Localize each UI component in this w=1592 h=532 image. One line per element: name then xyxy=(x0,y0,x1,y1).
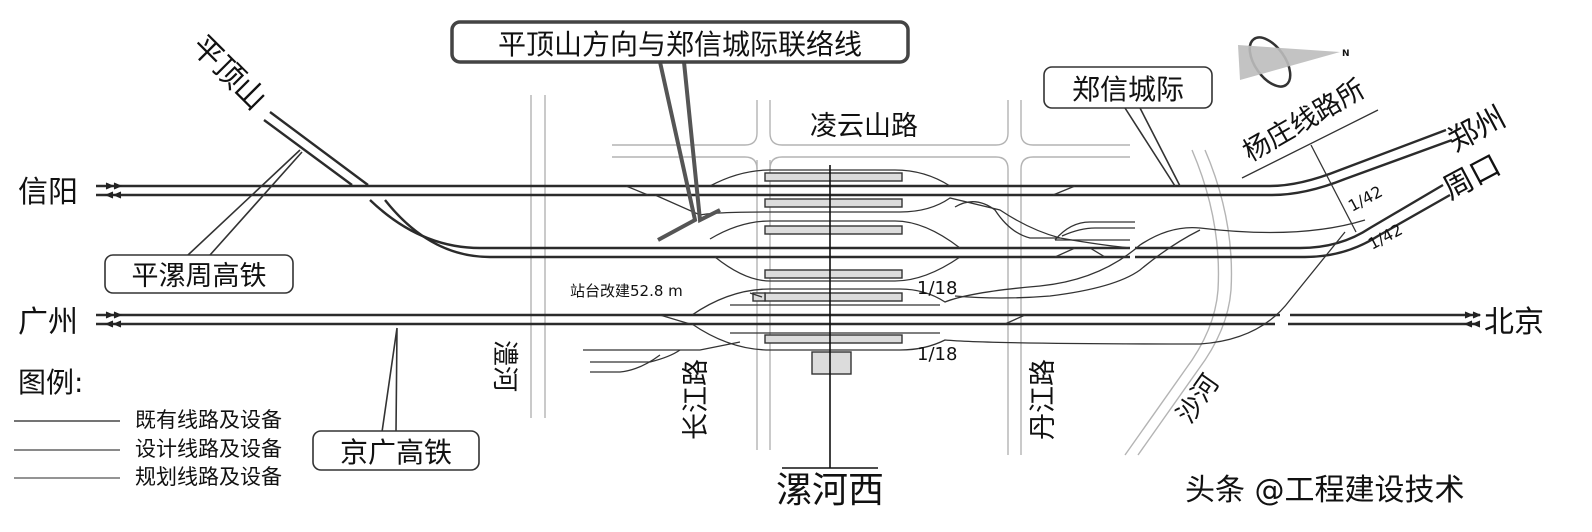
lingyunshan-road-upper-rr xyxy=(1020,100,1130,146)
callout-zhengxin-intercity-text: 郑信城际 xyxy=(1072,73,1184,106)
lingyunshan-road-lower xyxy=(612,156,758,170)
compass-icon: N xyxy=(1238,36,1350,88)
callout-jingguang-hsr-text: 京广高铁 xyxy=(340,436,452,469)
platform-1 xyxy=(764,172,903,182)
pingluozhou-east-b xyxy=(1135,193,1451,259)
station-track-4 xyxy=(714,256,961,282)
arrow-beijing-out xyxy=(1464,311,1482,319)
platform-3 xyxy=(764,225,903,235)
station-track-3 xyxy=(709,220,961,249)
label-lihe: 澧河 xyxy=(489,340,519,392)
pingluozhou-track-b xyxy=(384,199,1130,259)
platform-2 xyxy=(764,198,903,208)
pingdingshan-track-b xyxy=(263,119,353,186)
callout-box xyxy=(450,20,910,64)
legend-item-planned: 规划线路及设备 xyxy=(135,465,282,489)
watermark: 头条 @工程建设技术 xyxy=(1185,473,1465,508)
lingyunshan-road-lower-r xyxy=(769,156,1009,170)
platform-6 xyxy=(764,334,903,344)
callout-jingguang-hsr: 京广高铁 xyxy=(312,327,480,471)
junction-underline xyxy=(1241,109,1379,179)
turnout-upper-ratio: 1/18 xyxy=(917,278,957,299)
siding-sw-1 xyxy=(583,341,741,351)
label-changjiang-road: 长江路 xyxy=(681,359,712,440)
station-track-8 xyxy=(691,231,1346,351)
crossover-west-1 xyxy=(659,314,691,325)
legend: 图例: 既有线路及设备 设计线路及设备 规划线路及设备 xyxy=(14,366,282,489)
platform-extension xyxy=(752,292,766,302)
callout-pingdingshan-link: 平顶山方向与郑信城际联络线 xyxy=(450,20,910,242)
station-track-1 xyxy=(709,169,951,187)
junction-turnout-a: 1/42 xyxy=(1345,182,1386,216)
platform-4 xyxy=(764,269,903,279)
yangzhuang-junction: 杨庄线路所 1/42 1/42 xyxy=(1238,74,1406,254)
siding-ne-3 xyxy=(1061,227,1135,237)
callout-box xyxy=(312,430,480,471)
legend-title: 图例: xyxy=(18,366,83,399)
legend-item-design: 设计线路及设备 xyxy=(135,437,282,461)
shahe-river-left xyxy=(1124,149,1220,456)
platforms xyxy=(752,172,903,375)
label-pingdingshan: 平顶山 xyxy=(184,29,272,117)
station-building xyxy=(811,351,852,375)
callout-leader xyxy=(1124,107,1181,187)
junction-pointer xyxy=(1310,144,1357,233)
crossover-ne-2 xyxy=(1054,247,1106,258)
crossover-nw xyxy=(625,185,649,196)
siding-sw-3 xyxy=(590,354,661,373)
station-name: 漯河西 xyxy=(776,470,884,511)
callout-pingluozhou-hsr-text: 平漯周高铁 xyxy=(132,261,267,292)
label-xinyang: 信阳 xyxy=(18,175,78,210)
tracks xyxy=(96,111,1480,469)
crossover-east-1 xyxy=(1004,314,1026,325)
callout-pingluozhou-hsr: 平漯周高铁 xyxy=(104,149,303,294)
callout-zhengxin-intercity: 郑信城际 xyxy=(1043,66,1213,187)
station-track-5 xyxy=(691,219,1366,316)
callout-box xyxy=(1043,66,1213,109)
lingyunshan-road-upper-r xyxy=(769,100,1009,146)
pingluozhou-east-a xyxy=(1135,183,1444,250)
label-danjiang-road: 丹江路 xyxy=(1028,359,1059,440)
arrow-guangzhou-out xyxy=(104,320,122,328)
label-zhengzhou: 郑州 xyxy=(1442,100,1511,159)
zhengxin-up-track xyxy=(96,128,1447,188)
platform-5 xyxy=(764,292,903,302)
arrow-xinyang-in xyxy=(105,182,123,190)
junction-name: 杨庄线路所 xyxy=(1238,74,1370,168)
pingluozhou-track-a xyxy=(369,199,1130,250)
crossover-ne xyxy=(1052,185,1076,196)
arrow-beijing-in xyxy=(1463,320,1481,328)
roads-layer xyxy=(530,95,1233,456)
compass-north-label: N xyxy=(1342,49,1350,59)
flyover-line xyxy=(954,229,1201,299)
callout-leader xyxy=(187,149,303,256)
lingyunshan-road-lower-rr xyxy=(1020,156,1130,170)
siding-ne-1 xyxy=(954,201,1060,239)
callout-leader xyxy=(657,61,721,242)
pingdingshan-track-a xyxy=(269,111,369,186)
direction-arrows xyxy=(104,182,1482,328)
turnout-lower-ratio: 1/18 xyxy=(917,344,957,365)
label-lingyunshan-road: 凌云山路 xyxy=(810,111,918,142)
platform-note: 站台改建52.8 m xyxy=(570,282,683,300)
siding-sw-2 xyxy=(590,349,681,363)
arrow-guangzhou-in xyxy=(105,311,123,319)
siding-ne-2 xyxy=(1054,221,1135,241)
label-guangzhou: 广州 xyxy=(18,305,78,340)
zhengxin-down-track xyxy=(96,138,1453,197)
lingyunshan-road-upper xyxy=(612,100,758,146)
station-track-2 xyxy=(654,194,1131,249)
label-zhoukou: 周口 xyxy=(1437,148,1506,207)
callout-pingdingshan-link-text: 平顶山方向与郑信城际联络线 xyxy=(498,28,862,61)
arrow-xinyang-out xyxy=(104,191,122,199)
callout-leader xyxy=(381,327,398,433)
callout-box xyxy=(104,254,294,294)
legend-item-existing: 既有线路及设备 xyxy=(135,408,282,432)
shahe-river-right xyxy=(1137,149,1233,456)
platform-note-leader xyxy=(749,292,763,298)
label-beijing: 北京 xyxy=(1484,305,1544,340)
